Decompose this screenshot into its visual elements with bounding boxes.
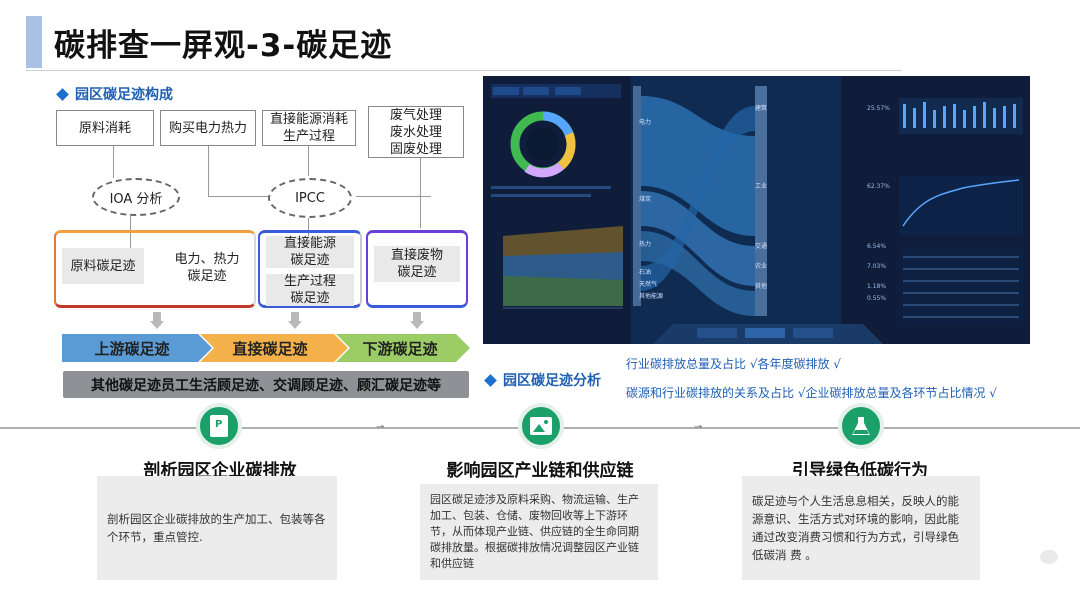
- diamond-bullet-icon: [484, 373, 497, 387]
- decorative-dot: [1040, 550, 1058, 564]
- connector: [130, 215, 131, 255]
- svg-text:石油: 石油: [639, 268, 651, 276]
- upstream-arrow-shape: [62, 334, 212, 362]
- title-divider: [26, 70, 902, 71]
- dashboard-screenshot: 电力 煤炭 热力 石油 天然气 其他能源 建筑 工业 交通 农业 其他 25.5…: [483, 76, 1030, 344]
- direct-arrow-shape: [200, 334, 348, 362]
- down-arrow-icon: [288, 312, 302, 330]
- feature-card-2: 园区碳足迹涉及原料采购、物流运输、生产加工、包装、仓储、废物回收等上下游环节，从…: [420, 484, 658, 580]
- source-waste-box: 废气处理 废水处理 固废处理: [368, 106, 464, 158]
- title-accent-bar: [26, 16, 42, 68]
- feature-text-1: 剖析园区企业碳排放的生产加工、包装等各个环节，重点管控.: [107, 512, 326, 544]
- svg-text:工业: 工业: [755, 182, 767, 190]
- svg-text:其他: 其他: [755, 282, 767, 290]
- downstream-bracket: [366, 230, 468, 308]
- svg-text:其他能源: 其他能源: [639, 292, 663, 300]
- source-power-box: 购买电力热力: [160, 110, 256, 146]
- section-heading-text: 园区碳足迹构成: [75, 87, 173, 103]
- svg-text:交通: 交通: [755, 242, 767, 250]
- source-direct-box: 直接能源消耗 生产过程: [262, 110, 356, 146]
- analysis-item-2: 碳源和行业碳排放的关系及占比 √企业碳排放总量及各环节占比情况 √: [626, 386, 997, 400]
- feature-text-3: 碳足迹与个人生活息息相关，反映人的能源意识、生活方式对环境的影响，因此能通过改变…: [752, 494, 959, 562]
- svg-text:7.03%: 7.03%: [867, 263, 886, 270]
- svg-text:热力: 热力: [639, 240, 651, 248]
- connector: [113, 146, 114, 178]
- feature-card-1: 剖析园区企业碳排放的生产加工、包装等各个环节，重点管控.: [97, 476, 337, 580]
- feature-icon-circle: P: [196, 403, 242, 449]
- svg-text:0.55%: 0.55%: [867, 295, 886, 302]
- ioa-analysis-oval: IOA 分析: [92, 178, 180, 216]
- direct-bracket: [258, 230, 362, 308]
- waste-footprint-box: 直接废物 碳足迹: [374, 246, 460, 282]
- document-icon: P: [210, 415, 228, 437]
- section-heading-analysis: 园区碳足迹分析: [484, 370, 601, 390]
- raw-footprint-box: 原料碳足迹: [62, 248, 144, 284]
- svg-text:建筑: 建筑: [755, 104, 767, 112]
- direct-energy-footprint-box: 直接能源 碳足迹: [266, 236, 354, 268]
- svg-text:6.54%: 6.54%: [867, 243, 886, 250]
- svg-text:1.18%: 1.18%: [867, 283, 886, 290]
- dashboard-graphic: 电力 煤炭 热力 石油 天然气 其他能源 建筑 工业 交通 农业 其他 25.5…: [483, 76, 1030, 344]
- upstream-bracket: [54, 230, 256, 308]
- sankey-flow: [641, 96, 755, 236]
- svg-text:天然气: 天然气: [639, 280, 657, 288]
- page-title: 碳排查一屏观-3-碳足迹: [54, 28, 393, 64]
- downstream-arrow-shape: [336, 334, 470, 362]
- power-footprint-box: 电力、热力 碳足迹: [164, 250, 250, 286]
- flask-icon: [852, 417, 870, 435]
- connector: [356, 196, 431, 197]
- other-footprint-bar: 其他碳足迹员工生活顾足迹、交调顾足迹、顾汇碳足迹等: [63, 371, 469, 398]
- connector: [308, 146, 309, 176]
- section-heading-text: 园区碳足迹分析: [503, 373, 601, 389]
- feature-card-3: 碳足迹与个人生活息息相关，反映人的能源意识、生活方式对环境的影响，因此能通过改变…: [742, 476, 980, 580]
- process-footprint-box: 生产过程 碳足迹: [266, 274, 354, 306]
- svg-text:农业: 农业: [755, 262, 767, 270]
- feature-title-2: 影响园区产业链和供应链: [446, 461, 634, 481]
- feature-icon-circle: [838, 403, 884, 449]
- svg-text:电力: 电力: [639, 118, 651, 126]
- analysis-item-1: 行业碳排放总量及占比 √各年度碳排放 √: [626, 357, 841, 371]
- diamond-bullet-icon: [56, 87, 69, 101]
- carbon-chain-arrows: [62, 334, 470, 362]
- svg-text:煤炭: 煤炭: [639, 195, 651, 203]
- connector: [208, 146, 209, 196]
- feature-text-2: 园区碳足迹涉及原料采购、物流运输、生产加工、包装、仓储、废物回收等上下游环节，从…: [430, 493, 639, 570]
- down-arrow-icon: [150, 312, 164, 330]
- svg-text:62.37%: 62.37%: [867, 183, 890, 190]
- svg-text:25.57%: 25.57%: [867, 105, 890, 112]
- source-raw-box: 原料消耗: [56, 110, 154, 146]
- arrow-small-icon: ⇀: [694, 422, 703, 433]
- down-arrow-icon: [410, 312, 424, 330]
- connector: [420, 158, 421, 228]
- upstream-label: 上游碳足迹: [94, 339, 170, 358]
- feature-icon-circle: [518, 403, 564, 449]
- image-icon: [530, 417, 552, 435]
- downstream-label: 下游碳足迹: [362, 339, 438, 358]
- connector: [208, 196, 268, 197]
- ipcc-oval: IPCC: [268, 178, 352, 218]
- arrow-small-icon: ⇀: [376, 422, 385, 433]
- section-heading-composition: 园区碳足迹构成: [56, 84, 173, 104]
- direct-label: 直接碳足迹: [232, 339, 308, 358]
